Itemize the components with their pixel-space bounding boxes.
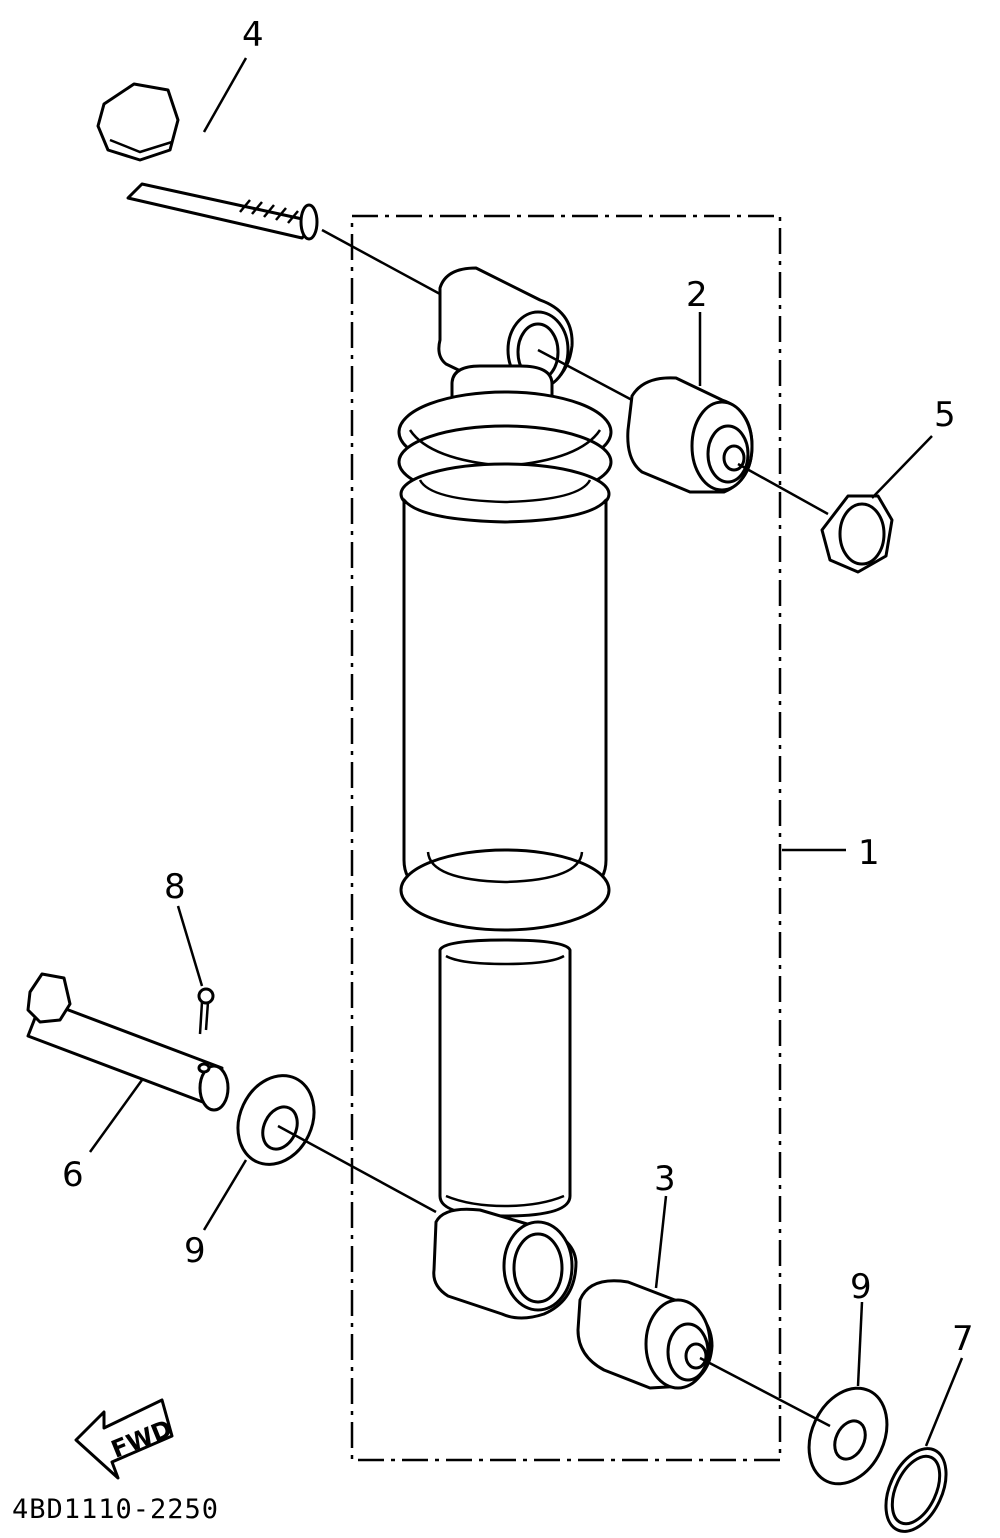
leader-line-9-right	[856, 1301, 864, 1387]
callout-9-right: 9	[850, 1267, 872, 1307]
axis-line-top-collar	[537, 348, 633, 402]
washer-part-9-left	[236, 1074, 316, 1166]
bolt-part-4	[96, 82, 319, 241]
nut-part-5	[820, 494, 894, 574]
leader-line-3	[654, 1195, 668, 1289]
collar-part-2	[626, 376, 754, 494]
callout-7: 7	[952, 1319, 974, 1359]
callout-9-left: 9	[184, 1231, 206, 1271]
callout-4: 4	[242, 15, 264, 55]
washer-part-7	[884, 1447, 948, 1533]
cotter-pin-part-8	[197, 987, 215, 1035]
leader-line-5	[871, 435, 933, 499]
leader-line-8	[176, 905, 204, 987]
fwd-arrow-icon: FWD	[74, 1398, 176, 1480]
axis-line-bottom-collar	[699, 1356, 831, 1428]
leader-line-9-left	[202, 1159, 248, 1231]
leader-line-6	[88, 1079, 144, 1153]
axis-line-bottom-washer	[277, 1124, 437, 1214]
callout-2: 2	[686, 275, 708, 315]
axis-line-top-bolt	[321, 228, 441, 296]
leader-line-4	[202, 57, 248, 133]
diagram-part-code: 4BD1110-2250	[12, 1494, 219, 1525]
callout-5: 5	[934, 395, 956, 435]
shock-absorber-part-1	[397, 266, 613, 1320]
pin-part-6	[26, 972, 230, 1112]
callout-1: 1	[858, 833, 880, 873]
leader-line-7	[924, 1357, 964, 1447]
callout-6: 6	[62, 1155, 84, 1195]
callout-3: 3	[654, 1159, 676, 1199]
collar-part-3	[576, 1279, 714, 1390]
washer-part-9-right	[807, 1386, 889, 1486]
callout-8: 8	[164, 867, 186, 907]
axis-line-top-nut	[737, 462, 829, 516]
